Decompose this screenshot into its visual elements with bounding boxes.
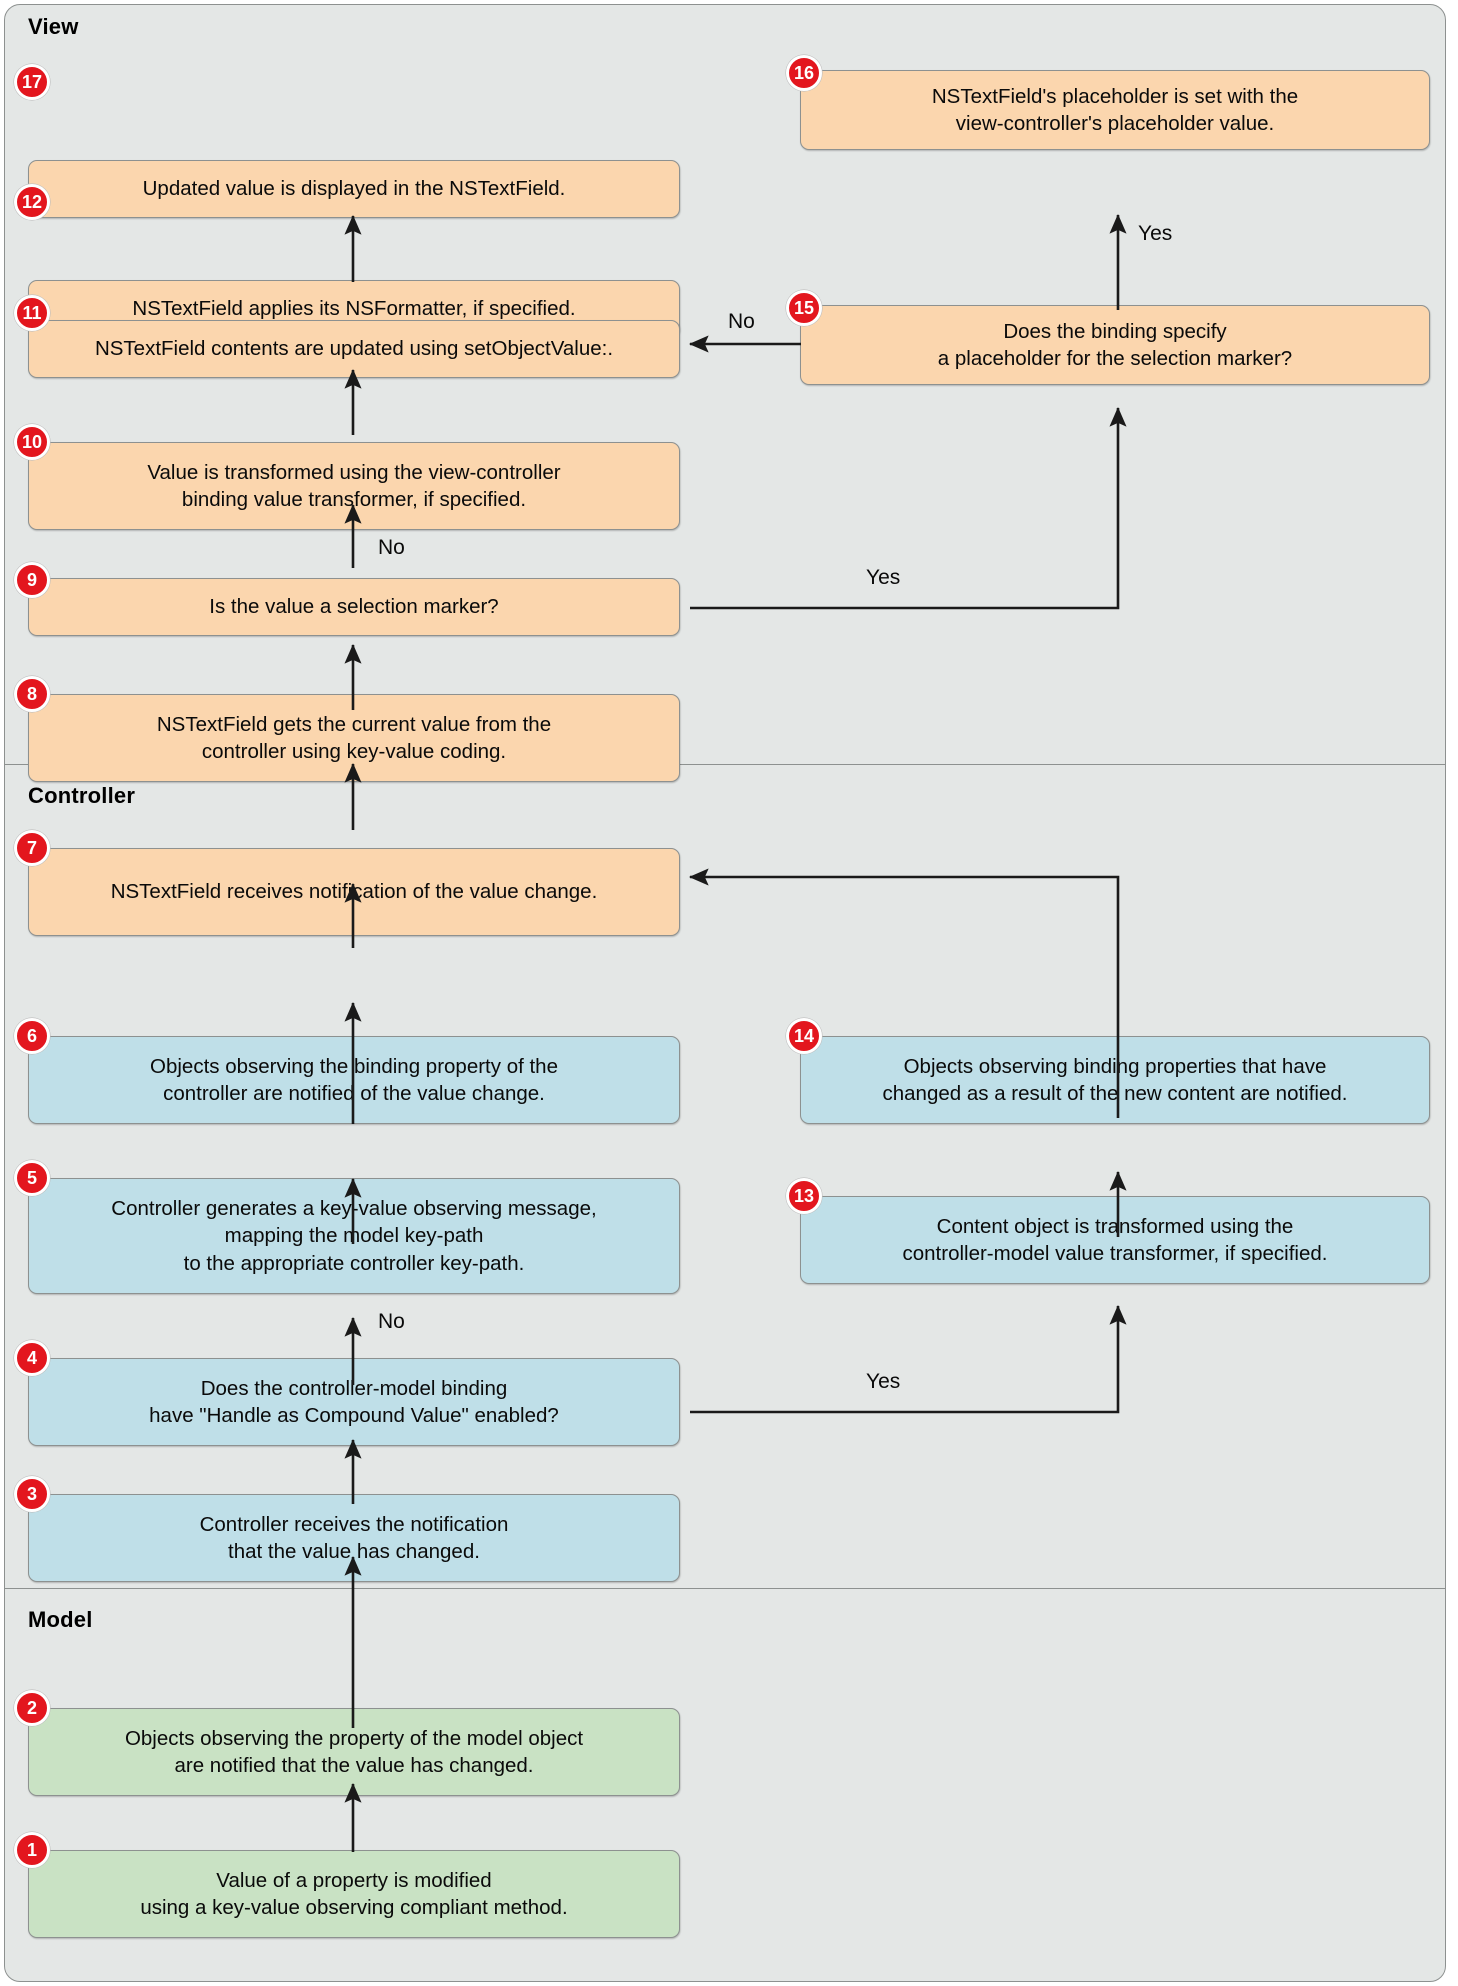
step-badge-3: 3 (14, 1476, 50, 1512)
node-2-text: Objects observing the property of the mo… (124, 1726, 584, 1777)
step-badge-6: 6 (14, 1018, 50, 1054)
node-7-text: NSTextField receives notification of the… (110, 880, 598, 904)
node-16-text: NSTextField's placeholder is set with th… (931, 84, 1299, 135)
node-9[interactable]: Is the value a selection marker? (28, 578, 680, 636)
node-6-text: Objects observing the binding property o… (150, 1054, 558, 1105)
edge-label-4-no: No (378, 1310, 405, 1333)
node-8[interactable]: NSTextField gets the current value from … (28, 694, 680, 782)
node-10-text: Value is transformed using the view-cont… (147, 460, 561, 511)
step-badge-16: 16 (786, 55, 822, 91)
node-13-text: Content object is transformed using the … (902, 1214, 1328, 1265)
node-8-text: NSTextField gets the current value from … (156, 712, 552, 763)
step-badge-13: 13 (786, 1178, 822, 1214)
step-badge-1: 1 (14, 1832, 50, 1868)
node-11[interactable]: NSTextField contents are updated using s… (28, 320, 680, 378)
edge-label-4-yes: Yes (866, 1370, 901, 1393)
node-5-text: Controller generates a key-value observi… (111, 1197, 597, 1275)
step-badge-7: 7 (14, 830, 50, 866)
divider-view-controller (4, 764, 1446, 765)
node-6[interactable]: Objects observing the binding property o… (28, 1036, 680, 1124)
node-14[interactable]: Objects observing binding properties tha… (800, 1036, 1430, 1124)
node-3[interactable]: Controller receives the notification tha… (28, 1494, 680, 1582)
node-12-text: NSTextField applies its NSFormatter, if … (132, 297, 576, 321)
edge-label-15-no: No (728, 310, 755, 333)
node-17[interactable]: Updated value is displayed in the NSText… (28, 160, 680, 218)
node-13[interactable]: Content object is transformed using the … (800, 1196, 1430, 1284)
node-3-text: Controller receives the notification tha… (199, 1512, 509, 1563)
step-badge-8: 8 (14, 676, 50, 712)
step-badge-4: 4 (14, 1340, 50, 1376)
node-4-text: Does the controller-model binding have "… (149, 1376, 559, 1427)
step-badge-10: 10 (14, 424, 50, 460)
layer-title-model: Model (28, 1607, 93, 1632)
step-badge-12: 12 (14, 184, 50, 220)
edge-label-9-yes: Yes (866, 566, 901, 589)
node-10[interactable]: Value is transformed using the view-cont… (28, 442, 680, 530)
node-17-text: Updated value is displayed in the NSText… (142, 177, 566, 201)
node-1[interactable]: Value of a property is modified using a … (28, 1850, 680, 1938)
step-badge-2: 2 (14, 1690, 50, 1726)
node-15[interactable]: Does the binding specify a placeholder f… (800, 305, 1430, 385)
node-1-text: Value of a property is modified using a … (140, 1868, 568, 1919)
step-badge-17: 17 (14, 64, 50, 100)
step-badge-5: 5 (14, 1160, 50, 1196)
divider-controller-model (4, 1588, 1446, 1589)
node-14-text: Objects observing binding properties tha… (882, 1054, 1348, 1105)
node-11-text: NSTextField contents are updated using s… (94, 337, 614, 361)
edge-label-15-yes: Yes (1138, 222, 1173, 245)
node-4[interactable]: Does the controller-model binding have "… (28, 1358, 680, 1446)
node-9-text: Is the value a selection marker? (209, 595, 499, 619)
layer-title-view: View (28, 14, 79, 39)
node-15-text: Does the binding specify a placeholder f… (937, 319, 1293, 370)
step-badge-11: 11 (14, 295, 50, 331)
node-5[interactable]: Controller generates a key-value observi… (28, 1178, 680, 1294)
node-2[interactable]: Objects observing the property of the mo… (28, 1708, 680, 1796)
step-badge-14: 14 (786, 1018, 822, 1054)
step-badge-9: 9 (14, 562, 50, 598)
node-7[interactable]: NSTextField receives notification of the… (28, 848, 680, 936)
layer-title-controller: Controller (28, 783, 136, 808)
step-badge-15: 15 (786, 290, 822, 326)
node-16[interactable]: NSTextField's placeholder is set with th… (800, 70, 1430, 150)
edge-label-9-no: No (378, 536, 405, 559)
